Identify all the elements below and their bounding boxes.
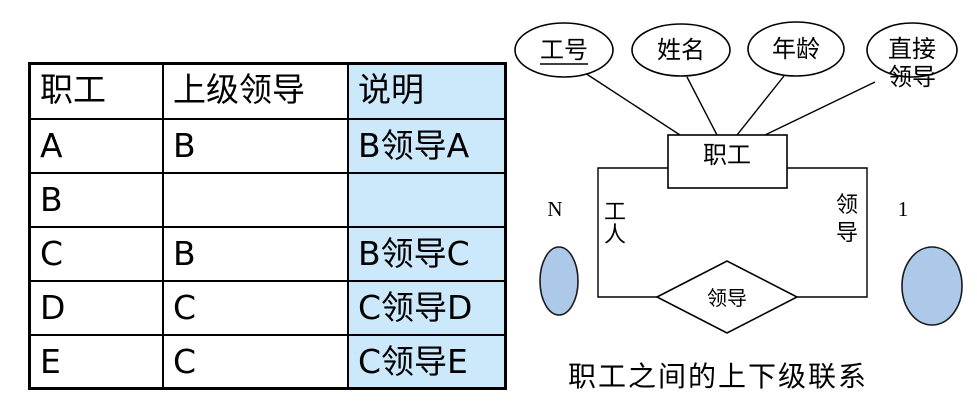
- relationship-loop-lines: [597, 167, 868, 298]
- relationship-diamond: [655, 260, 799, 334]
- role-label-worker-char2: 人: [604, 222, 626, 247]
- er-diagram: 工号 姓名 年龄 直接 领导 职工 领导 N 1 工 人 领 导 职工之间的上下…: [514, 21, 963, 393]
- member-ellipse-right: [901, 246, 963, 326]
- entity-label: 职工: [703, 143, 751, 169]
- cell-note: [347, 171, 507, 228]
- entity-rect: [667, 134, 788, 189]
- cell-employee: B: [28, 171, 164, 228]
- cell-leader: [162, 171, 349, 228]
- cell-leader: C: [162, 333, 349, 390]
- attribute-ellipse-employee-id: [514, 22, 614, 78]
- attribute-connector-lines: [584, 72, 876, 136]
- employee-supervisor-table: 职工 上级领导 说明 A B B领导A B C B B领导C D C: [28, 62, 507, 390]
- attribute-ellipse-age: [747, 21, 845, 77]
- cell-employee: C: [28, 225, 164, 282]
- role-label-worker-char1: 工: [604, 199, 626, 224]
- attribute-label-employee-id: 工号: [540, 38, 588, 64]
- cardinality-n-label: N: [547, 197, 562, 221]
- header-employee: 职工: [28, 62, 164, 120]
- relationship-label: 领导: [707, 287, 747, 310]
- table-row: A B B领导A: [28, 117, 507, 174]
- member-ellipse-left: [539, 246, 579, 316]
- cell-employee: D: [28, 279, 164, 336]
- cell-note: B领导C: [347, 225, 507, 282]
- attribute-ellipse-name: [631, 23, 731, 77]
- table-row: E C C领导E: [28, 333, 507, 390]
- role-label-leader-char1: 领: [836, 192, 858, 217]
- attribute-label-direct-leader-line1: 直接: [888, 36, 936, 63]
- attribute-label-name: 姓名: [657, 37, 705, 64]
- cell-note: C领导D: [347, 279, 507, 336]
- attribute-label-direct-leader-line2: 领导: [888, 64, 936, 91]
- table-row: C B B领导C: [28, 225, 507, 282]
- diagram-caption: 职工之间的上下级联系: [568, 361, 868, 393]
- table-row: D C C领导D: [28, 279, 507, 336]
- cell-employee: A: [28, 117, 164, 174]
- attribute-ellipse-direct-leader: [866, 22, 958, 78]
- cell-employee: E: [28, 333, 164, 390]
- attribute-label-age: 年龄: [772, 36, 820, 63]
- header-note: 说明: [347, 62, 507, 120]
- cell-leader: B: [162, 117, 349, 174]
- cardinality-1-label: 1: [898, 197, 909, 221]
- role-label-leader-char2: 导: [836, 220, 858, 245]
- table-header-row: 职工 上级领导 说明: [28, 62, 507, 120]
- cell-leader: C: [162, 279, 349, 336]
- cell-note: B领导A: [347, 117, 507, 174]
- cell-note: C领导E: [347, 333, 507, 390]
- cell-leader: B: [162, 225, 349, 282]
- table-row: B: [28, 171, 507, 228]
- header-leader: 上级领导: [162, 62, 349, 120]
